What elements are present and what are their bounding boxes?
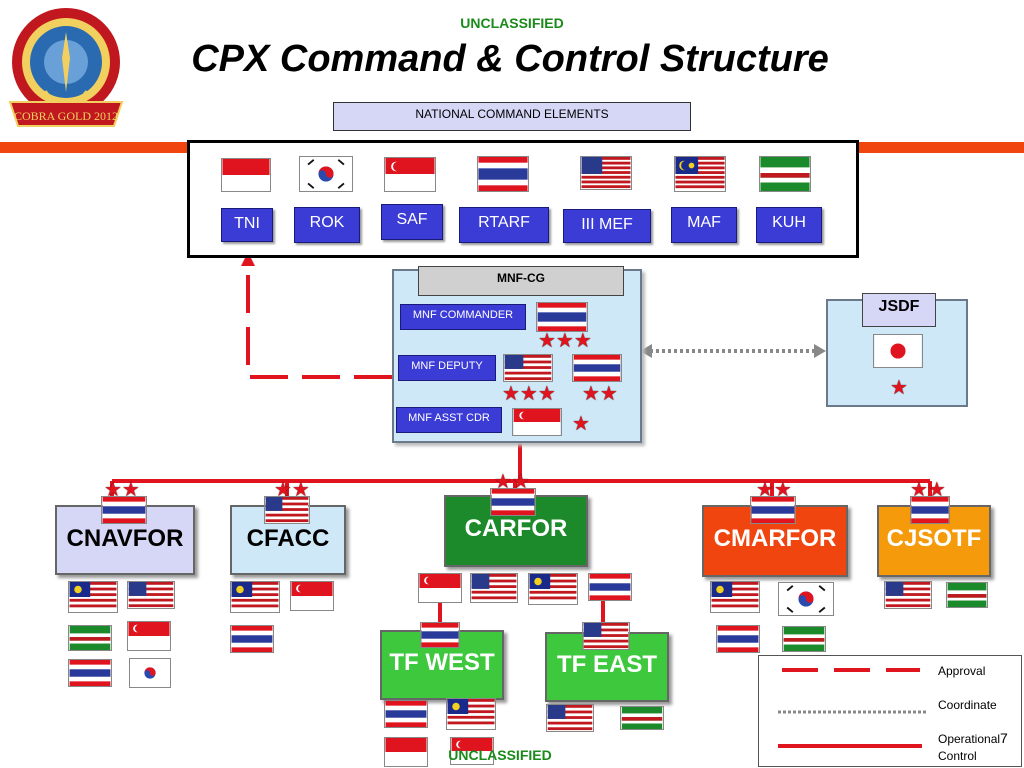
carfor-stars: ★★: [494, 471, 530, 493]
coordinate-arrow-right: [814, 344, 826, 358]
usa-flag: [470, 573, 518, 603]
legend-control-label: Control: [938, 749, 977, 763]
malaysia-flag: [446, 698, 496, 730]
malaysia-flag: [68, 581, 118, 613]
thailand-flag: [716, 625, 760, 653]
mnf-cg-label: MNF-CG: [418, 266, 624, 296]
jsdf-label[interactable]: JSDF: [862, 293, 936, 327]
korea-flag: [129, 658, 171, 688]
thailand-flag: [750, 496, 796, 524]
thailand-flag: [572, 354, 622, 382]
cfacc-box[interactable]: CFACC: [230, 505, 346, 575]
singapore-flag: [384, 157, 436, 192]
legend-approval-label: Approval: [938, 664, 986, 678]
indonesia-flag: [221, 158, 271, 192]
malaysia-flag: [674, 156, 726, 192]
nation-button-maf[interactable]: MAF: [671, 207, 737, 243]
page-number: 7: [1000, 730, 1008, 746]
thailand-flag: [477, 156, 529, 192]
thailand-flag: [384, 700, 428, 728]
thailand-flag: [420, 622, 460, 648]
singapore-flag: [418, 573, 462, 603]
kuh-flag: [946, 582, 988, 608]
coordinate-arrow-left: [640, 344, 652, 358]
kuh-flag: [759, 156, 811, 192]
nation-button-iii-mef[interactable]: III MEF: [563, 209, 651, 243]
cnavfor-stars: ★★: [104, 479, 140, 501]
nation-button-tni[interactable]: TNI: [221, 208, 273, 242]
kuh-flag: [68, 625, 112, 651]
commander-stars: ★★★: [538, 330, 592, 352]
legend-swatches: [778, 668, 928, 748]
national-command-label: NATIONAL COMMAND ELEMENTS: [333, 102, 691, 131]
thailand-flag: [490, 488, 536, 516]
nation-button-saf[interactable]: SAF: [381, 204, 443, 240]
usa-flag: [884, 581, 932, 609]
mnf-deputy-label[interactable]: MNF DEPUTY: [398, 355, 496, 381]
singapore-flag: [290, 581, 334, 611]
logo-text: COBRA GOLD 2012: [14, 109, 118, 123]
nation-button-rtarf[interactable]: RTARF: [459, 207, 549, 243]
singapore-flag: [450, 737, 494, 765]
nation-button-rok[interactable]: ROK: [294, 207, 360, 243]
kuh-flag: [782, 626, 826, 652]
legend-operational-label: Operational: [938, 732, 1001, 746]
usa-flag: [580, 156, 632, 190]
classification-bottom: UNCLASSIFIED: [448, 747, 552, 763]
cnavfor-box[interactable]: CNAVFOR: [55, 505, 195, 575]
singapore-flag: [127, 621, 171, 651]
cmarfor-stars: ★★: [756, 479, 792, 501]
usa-flag: [582, 622, 630, 650]
asst-cdr-star: ★: [572, 413, 590, 435]
malaysia-flag: [528, 573, 578, 605]
approval-arrowhead: [241, 252, 255, 266]
approval-line: [246, 262, 392, 379]
japan-flag: [873, 334, 923, 368]
usa-flag: [127, 581, 175, 609]
classification-top: UNCLASSIFIED: [460, 15, 564, 31]
page-title: CPX Command & Control Structure: [191, 38, 829, 80]
usa-flag: [546, 704, 594, 732]
kuh-flag: [620, 706, 664, 730]
deputy-stars-usa: ★★★: [502, 383, 556, 405]
singapore-flag: [512, 408, 562, 436]
cobra-gold-logo: COBRA GOLD 2012: [8, 8, 124, 127]
legend-coordinate-label: Coordinate: [938, 698, 997, 712]
thailand-flag: [68, 659, 112, 687]
cjsotf-stars: ★★: [910, 479, 946, 501]
cfacc-stars: ★★: [274, 479, 310, 501]
thailand-flag: [101, 496, 147, 524]
korea-flag: [778, 582, 834, 616]
thailand-flag: [588, 573, 632, 601]
malaysia-flag: [710, 581, 760, 613]
nation-button-kuh[interactable]: KUH: [756, 207, 822, 243]
thailand-flag: [230, 625, 274, 653]
indonesia-flag: [384, 737, 428, 767]
thailand-flag: [910, 496, 950, 524]
thailand-flag: [536, 302, 588, 332]
korea-flag: [299, 156, 353, 192]
deputy-stars-thai: ★★: [582, 383, 618, 405]
jsdf-star: ★: [890, 377, 908, 399]
mnf-asst-cdr-label[interactable]: MNF ASST CDR: [396, 407, 502, 433]
usa-flag: [503, 354, 553, 382]
mnf-commander-label[interactable]: MNF COMMANDER: [400, 304, 526, 330]
usa-flag: [264, 496, 310, 524]
malaysia-flag: [230, 581, 280, 613]
